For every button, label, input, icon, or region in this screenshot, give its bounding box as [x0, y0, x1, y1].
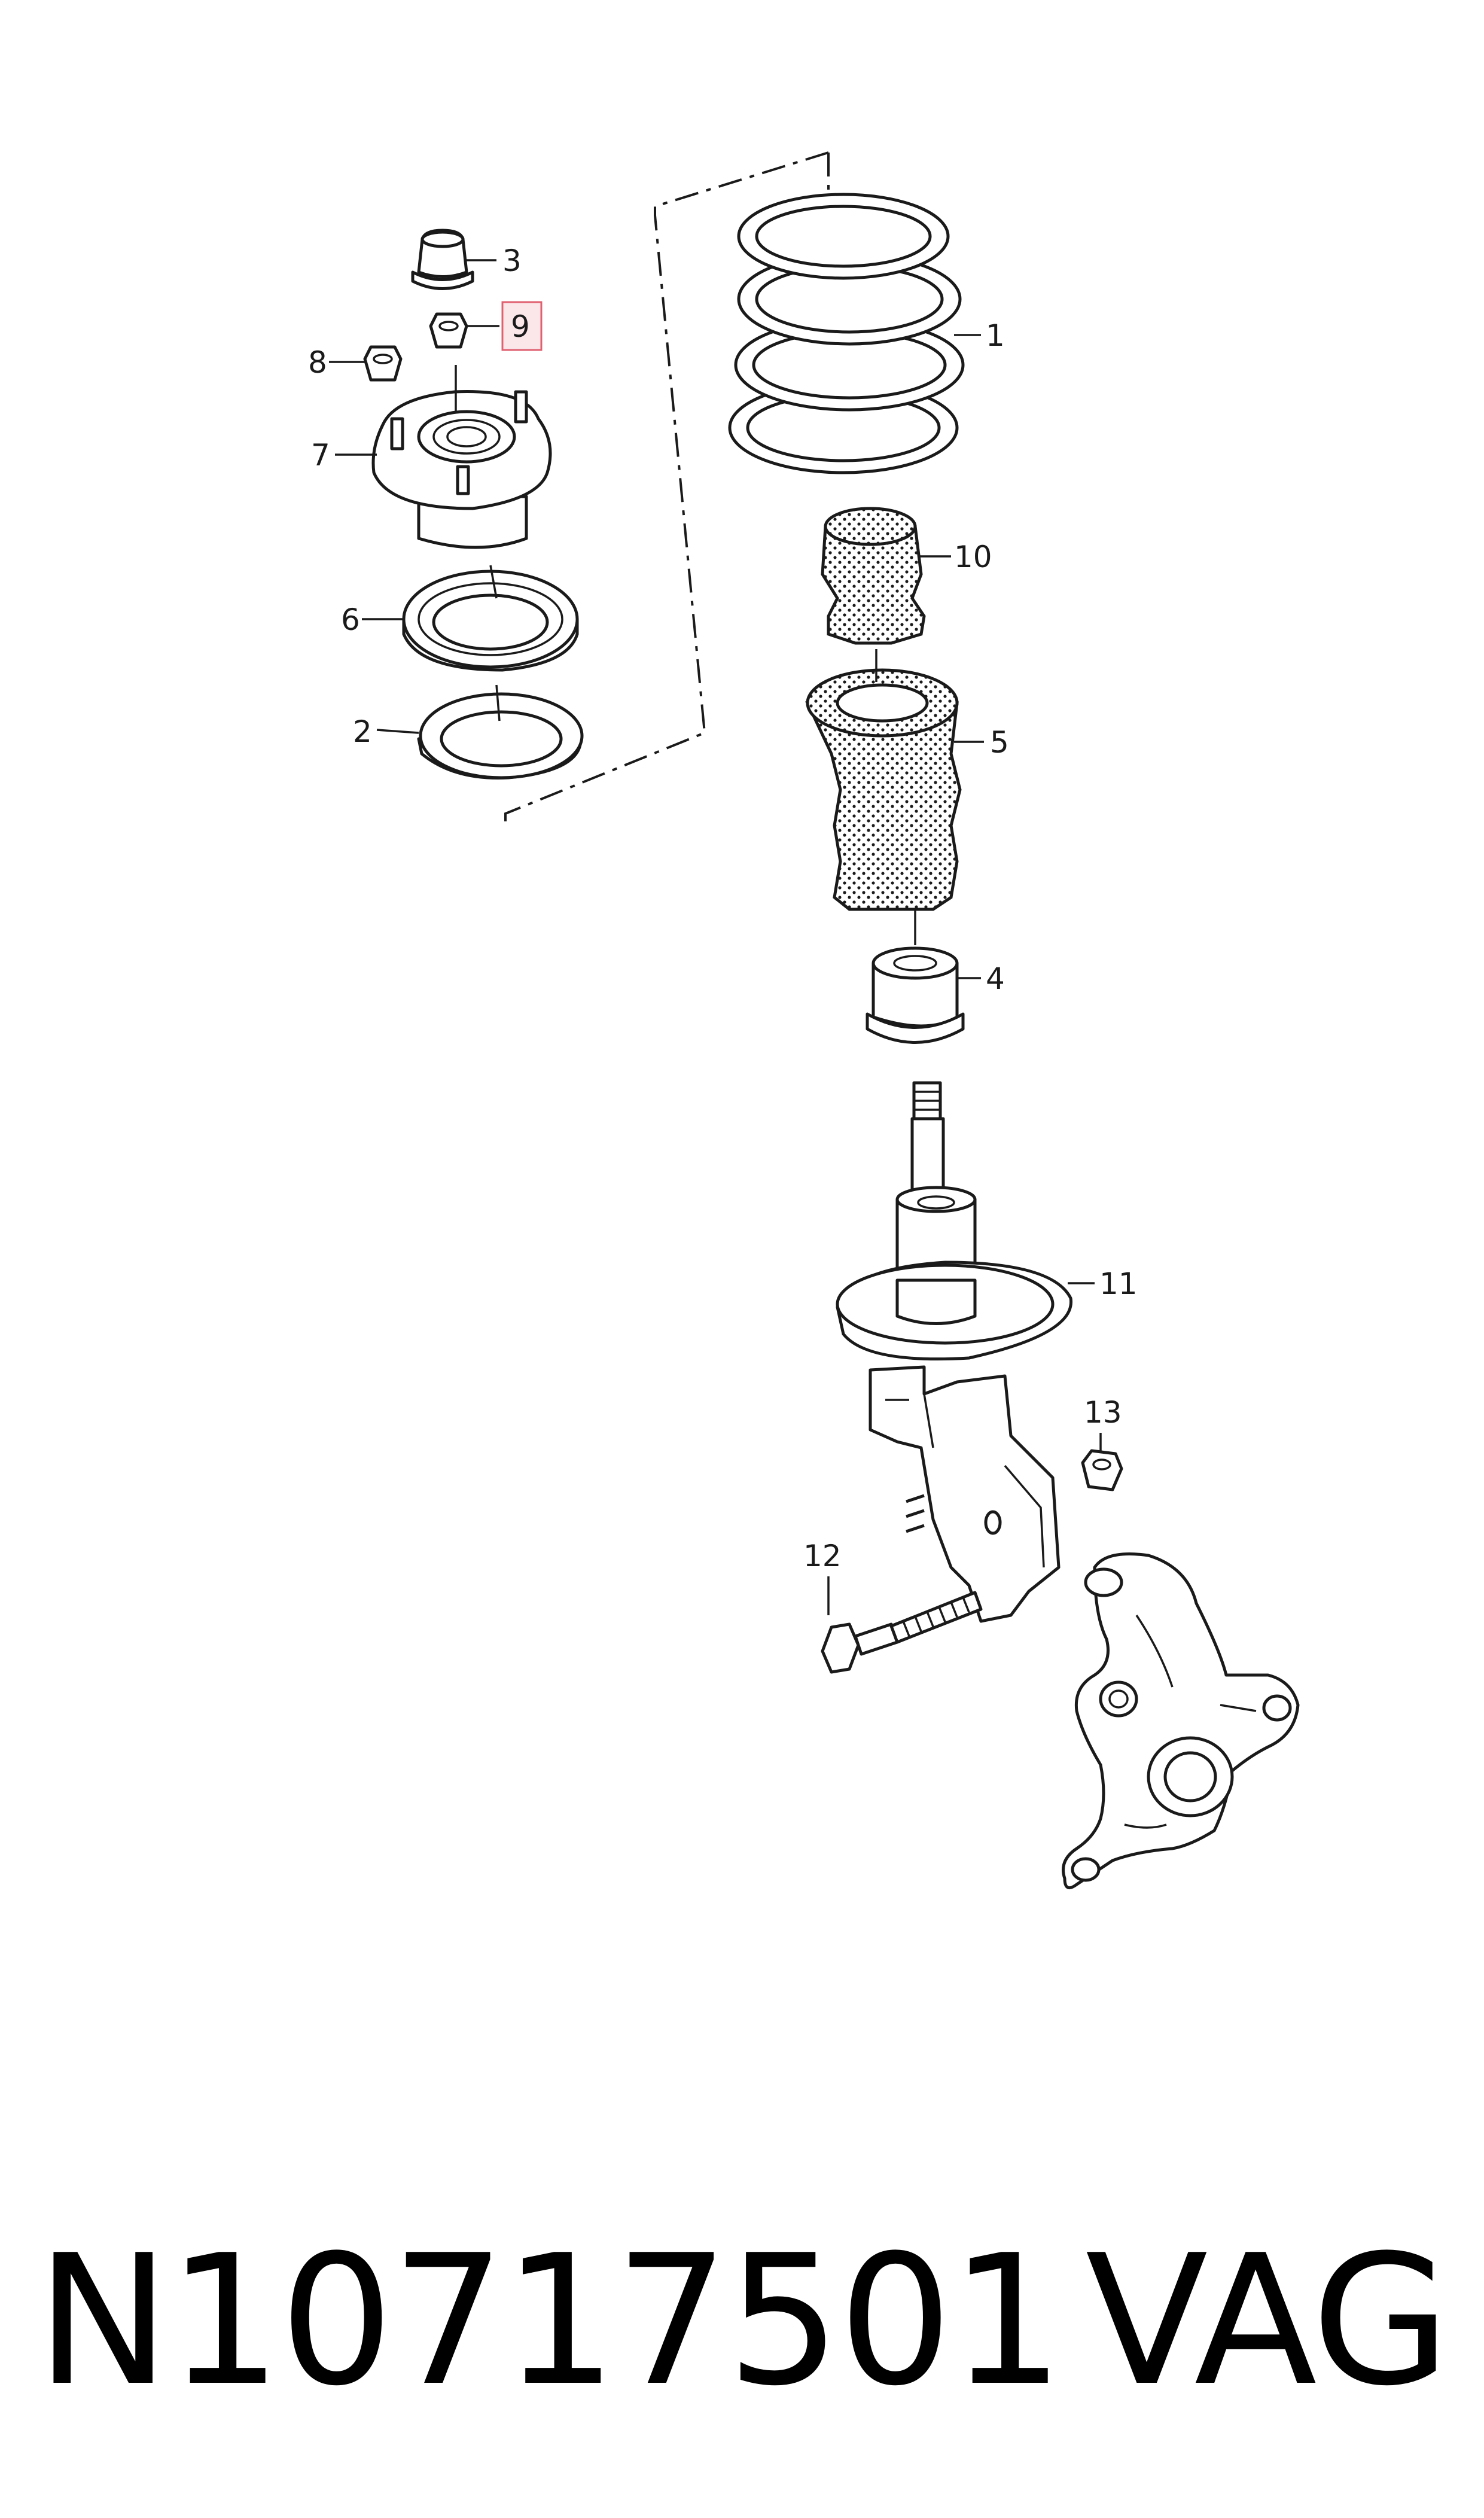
brand-name: VAG [1085, 2216, 1451, 2425]
label-11: 11 [1099, 1266, 1138, 1301]
label-13: 13 [1084, 1395, 1122, 1430]
part-10-bump-stop[interactable] [821, 507, 926, 645]
part-6-bearing[interactable] [402, 570, 579, 672]
label-3: 3 [502, 243, 522, 278]
highlight-box-9 [501, 301, 543, 351]
label-6: 6 [341, 602, 360, 637]
exploded-suspension-diagram: 1 2 3 4 5 6 7 8 9 10 11 12 13 [308, 151, 1300, 1890]
label-12: 12 [803, 1539, 842, 1573]
part-7-strut-mount[interactable] [371, 390, 552, 549]
part-3-cap[interactable] [411, 229, 474, 290]
label-4: 4 [986, 961, 1005, 996]
part-2-spring-seat[interactable] [417, 692, 584, 780]
label-9: 9 [511, 309, 530, 344]
label-2: 2 [353, 714, 372, 749]
part-5-dust-boot[interactable] [805, 668, 962, 911]
footer: N10717501 VAG [36, 2216, 1451, 2425]
label-7: 7 [311, 438, 330, 473]
part-strut-lower-bracket[interactable] [869, 1365, 1061, 1623]
part-steering-knuckle[interactable] [1062, 1552, 1300, 1890]
part-9-nut[interactable] [429, 312, 468, 349]
label-1: 1 [986, 318, 1005, 353]
part-number: N10717501 [36, 2216, 1064, 2425]
label-5: 5 [990, 725, 1009, 760]
label-8: 8 [308, 345, 327, 380]
part-4-buffer[interactable] [866, 946, 965, 1044]
part-8-nut[interactable] [363, 345, 403, 382]
leader-2 [376, 729, 419, 734]
part-11-spring-plate[interactable] [836, 1260, 1073, 1361]
part-1-coil-spring[interactable] [728, 193, 965, 474]
assembly-dashed-outline [504, 151, 829, 826]
label-10: 10 [954, 540, 992, 574]
part-13-nut[interactable] [1081, 1449, 1123, 1491]
part-12-bolt[interactable] [821, 1591, 983, 1674]
